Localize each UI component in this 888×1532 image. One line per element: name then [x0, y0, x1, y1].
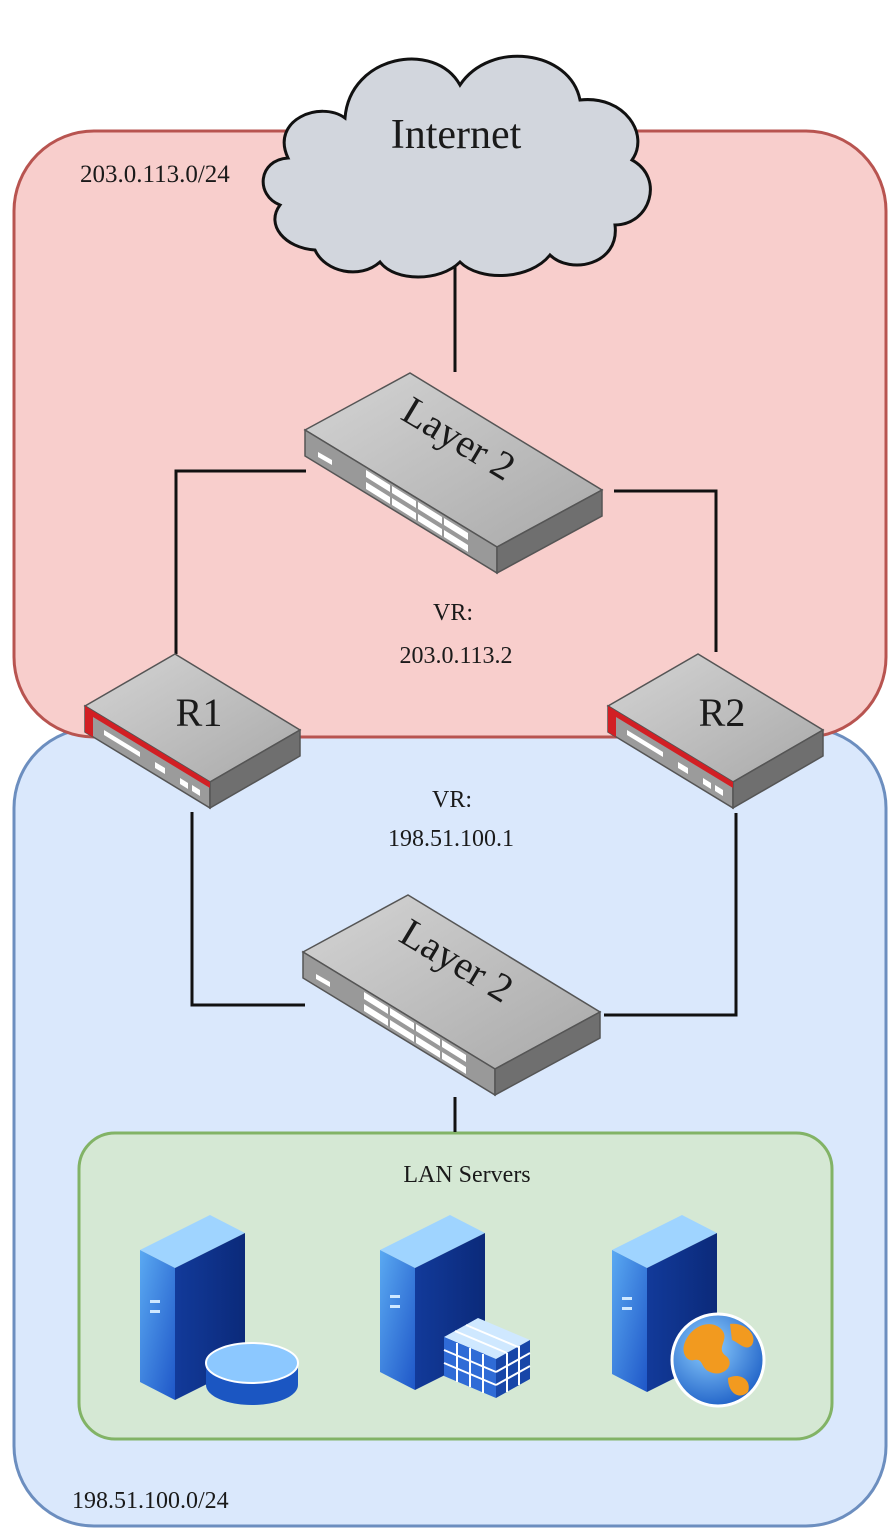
link-r1-lanswitch	[190, 812, 305, 1007]
router-r1-label: R1	[176, 690, 223, 735]
switch-top-icon	[303, 372, 604, 575]
link-switch-r1	[174, 469, 306, 654]
link-switch-r2	[614, 489, 718, 652]
router-r2-label: R2	[699, 690, 746, 735]
vr-private-prefix: VR:	[432, 787, 472, 813]
switch-bottom-icon	[301, 894, 602, 1097]
router-r2-icon	[606, 653, 825, 810]
internet-label: Internet	[391, 112, 522, 158]
internet-cloud-icon	[261, 54, 652, 279]
vr-public-address: 203.0.113.2	[399, 643, 512, 669]
lan-servers-label: LAN Servers	[403, 1162, 530, 1188]
vr-private-address: 198.51.100.1	[388, 826, 514, 852]
private-subnet-label: 198.51.100.0/24	[72, 1488, 229, 1514]
web-server-icon	[612, 1215, 766, 1408]
public-subnet-label: 203.0.113.0/24	[80, 161, 230, 188]
links	[174, 255, 738, 1132]
database-server-icon	[140, 1215, 299, 1405]
router-r1-icon	[83, 653, 302, 810]
application-server-icon	[380, 1215, 531, 1398]
vr-public-prefix: VR:	[433, 600, 473, 626]
link-r2-lanswitch	[604, 813, 738, 1017]
